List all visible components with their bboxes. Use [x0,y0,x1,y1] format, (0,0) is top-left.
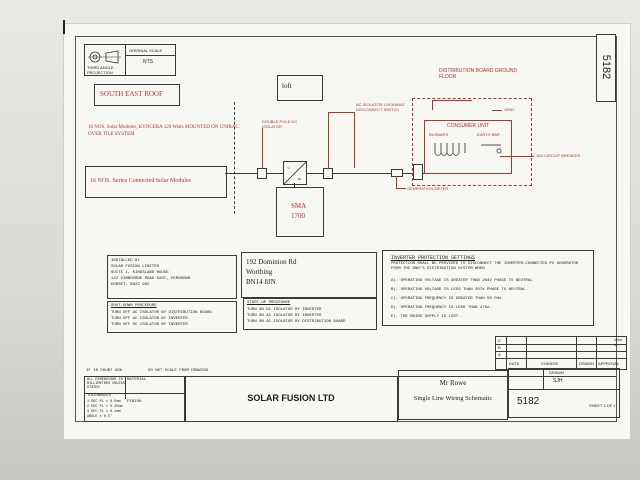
installed-by-box: INSTALLED BY SOLAR FUSION LIMITED SUITE … [107,255,237,299]
generation-meter [391,169,403,177]
drawing-number-block: DRAWN SJH 5182 SHEET 1 OF 1 [508,368,620,418]
startup-line-2: TURN ON AC ISOLATOR BY INVERTER [247,314,322,318]
south-east-roof-box: SOUTH EAST ROOF [94,84,180,106]
company-block: SOLAR FUSION LTD [184,376,398,422]
dc-isolator-label: DOUBLE POLE DC ISOLATOR [262,119,298,129]
original-scale-label: ORIGINAL SCALE [129,48,163,53]
sma-box: SMA 1700 [276,187,324,237]
sma-model: 1700 [291,212,305,220]
inverter-settings-box: INVERTER PROTECTION SETTINGS PROTECTION … [382,250,594,326]
shutdown-title: SHUT-DOWN PROCEDURE [111,304,157,308]
busbars-label: BUSBARS [429,132,449,137]
svg-text:=: = [298,177,301,183]
shutdown-box: SHUT-DOWN PROCEDURE TURN OFF AC ISOLATOR… [107,301,237,333]
shutdown-line-3: TURN OFF DC ISOLATOR BY INVERTER [111,323,188,327]
dc-isolator [257,168,267,179]
tolerance-2: 2 DEC PL ± 0.25mm [87,405,123,409]
startup-box: START-UP PROCEDURE TURN ON DC ISOLATOR B… [243,298,377,330]
sheet-label: SHEET 1 OF 1 [589,403,616,408]
distribution-board-outline [412,98,532,186]
inverter-setting-e: E). THE MAINS SUPPLY IS LOST. [391,315,461,319]
finish-label: FINISH [127,400,142,404]
address-box: 192 Dominion Rd Worthing BN14 8JN [241,252,377,298]
revision-block: C B A DATE CHANGE DRAWN APPROVAL APPD BY [495,336,627,370]
rev-header-drawn: DRAWN [579,361,594,366]
material-label: MATERIAL [127,378,147,382]
installed-line-1: INSTALLED BY [111,259,140,263]
tolerance-1: 1 DEC PL ± 0.5mm [87,400,121,404]
breakers-icon [434,143,502,156]
side-ref-box: 5182 [596,34,616,102]
projection-block: THIRD ANGLE PROJECTION ORIGINAL SCALE NT… [84,44,176,76]
binder-mark [63,20,65,34]
rev-header-appd-by: APPD BY [614,338,623,347]
client-name: Mr Rowe [439,379,467,387]
shutdown-line-2: TURN OFF AC ISOLATOR BY INVERTER [111,317,188,321]
installed-line-2: SOLAR FUSION LIMITED [111,265,160,269]
rev-header-date: DATE [509,361,520,366]
title-block: Mr Rowe Single Line Wiring Schematic [398,370,508,420]
tolerance-3: 3 DEC PL ± 0.1mm [87,410,121,414]
company-name: SOLAR FUSION LTD [247,393,335,403]
south-east-roof-label: SOUTH EAST ROOF [100,90,163,98]
consumer-unit-label: CONSUMER UNIT [447,123,490,129]
earth-bar-label: EARTH BAR [477,132,500,137]
drawing-title: Single Line Wiring Schematic [413,395,493,402]
if-in-doubt: IF IN DOUBT ASK [86,369,123,373]
drawn-label: DRAWN [549,370,564,375]
rev-row-a: A [498,352,501,357]
rev-header-change: CHANGE [541,361,559,366]
address-line-3: BN14 8JN [246,278,276,286]
svg-text:~: ~ [287,166,290,172]
db-isolator [413,164,423,180]
startup-line-1: TURN ON DC ISOLATOR BY INVERTER [247,308,322,312]
installed-line-5: DORSET, BH22 9HZ [111,283,150,287]
startup-title: START-UP PROCEDURE [247,301,291,305]
circuit-breaker-label: 16A CIRCUIT BREAKER [536,153,581,158]
grid-label: GRID [504,107,514,112]
rev-header-approval: APPROVAL [598,361,620,366]
installed-line-4: 122 VIMBOURNE ROAD EAST, FERNDOWN [111,277,191,281]
tolerances-title: TOLERANCES [87,394,112,398]
original-scale-value: NTS [143,59,153,65]
startup-line-3: TURN ON AC ISOLATOR BY DISTRIBUTION BOAR… [247,320,346,324]
inverter-setting-d: D). OPERATING FREQUENCY IS LESS THAN 47H… [391,306,492,310]
inverter-setting-c: C). OPERATING FREQUENCY IS GREATER THAN … [391,297,504,301]
inverter-setting-a: A). OPERATING VOLTAGE IS GREATER THAN 26… [391,279,533,283]
inverter-symbol-icon: ~ = [284,162,306,184]
inverter-setting-b: B). OPERATING VOLTAGE IS LESS THAN 207V … [391,288,528,292]
modules-note: 16 NOS. Solar Modules, KYOCERA 120 Watts… [88,125,239,137]
series-modules-box: 16 NOS. Series Connected Solar Modules [85,166,227,198]
consumer-unit-box: CONSUMER UNIT BUSBARS EARTH BAR [424,120,512,174]
series-modules-label: 16 NOS. Series Connected Solar Modules [90,178,191,184]
do-not-scale: DO NOT SCALE FROM DRAWING [148,369,209,373]
inverter-block: ~ = [283,161,307,185]
rev-row-b: B [498,345,501,350]
shutdown-line-1: TURN OFF AC ISOLATOR BY DISTRIBUTION BOA… [111,311,212,315]
dimensions-note: ALL DIMENSIONS IN MILLIMETRES UNLESS STA… [87,378,125,390]
loft-box: loft [277,75,323,101]
loft-label: loft [282,82,292,90]
inverter-settings-intro: PROTECTION SHALL BE PROVIDED TO DISCONNE… [391,262,579,271]
drawing-number: 5182 [517,396,540,407]
address-line-2: Worthing [246,268,273,276]
installed-line-3: SUITE 1, KINGSLAND HOUSE [111,271,169,275]
side-ref-number: 5182 [600,54,612,80]
projection-label: THIRD ANGLE PROJECTION [87,65,114,75]
ac-isolator [323,168,333,179]
third-angle-projection-icon [88,50,121,64]
notes-block: ALL DIMENSIONS IN MILLIMETRES UNLESS STA… [84,376,186,422]
roof-boundary [234,102,235,214]
drawn-by: SJH [553,378,563,384]
tolerance-4: ANGLE ± 0.5° [87,415,113,419]
sma-label: SMA [291,202,307,210]
rev-row-c: C [498,338,501,343]
ac-isolator-label: AC ISOLATOR LOCKABLE DISCONNECT SWITCH [356,102,405,112]
distribution-board-label: DISTRIBUTION BOARD GROUND FLOOR [439,68,518,80]
generation-meter-label: GENERATION METER [407,186,449,191]
address-line-1: 192 Dominion Rd [246,258,297,266]
inverter-settings-title: INVERTER PROTECTION SETTINGS [391,255,476,261]
